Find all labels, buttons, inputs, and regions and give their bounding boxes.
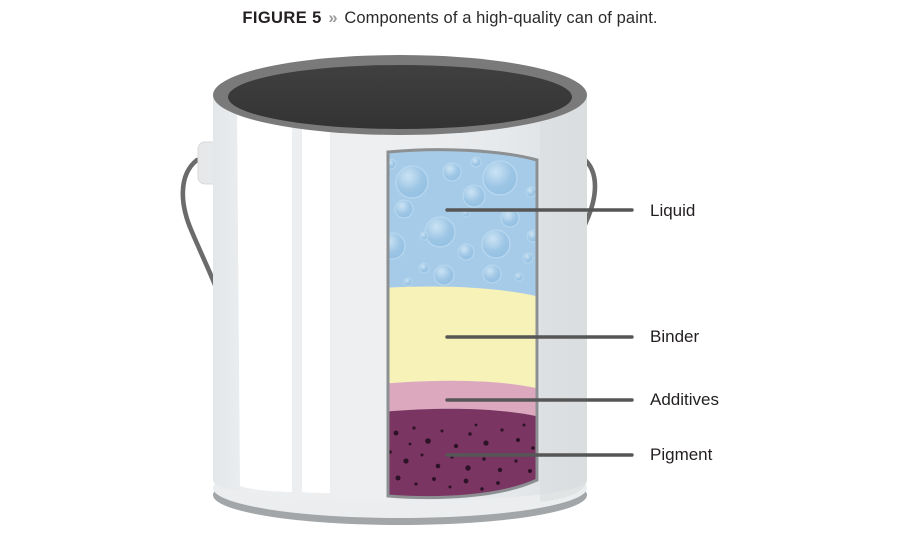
highlight-stripe-narrow — [302, 100, 330, 493]
highlight-stripe-wide — [237, 103, 292, 492]
layer-pigment — [388, 408, 537, 498]
liquid-bubbles — [388, 156, 537, 287]
cutaway-window — [386, 148, 539, 500]
lid-surface — [228, 65, 572, 129]
layer-binder — [388, 286, 537, 392]
figure-caption: FIGURE 5 » Components of a high-quality … — [0, 9, 900, 28]
layer-liquid — [388, 149, 537, 300]
pigment-speckles — [388, 423, 535, 493]
can-highlights — [237, 100, 330, 493]
callout-label-liquid: Liquid — [650, 201, 696, 220]
can-lid — [213, 55, 587, 135]
figure-caption-text: Components of a high-quality can of pain… — [344, 9, 658, 27]
callout-leader-lines — [445, 208, 634, 457]
figure-number: FIGURE 5 — [242, 9, 322, 27]
callout-label-additives: Additives — [650, 390, 719, 409]
cutaway-edge — [386, 148, 539, 500]
callout-label-pigment: Pigment — [650, 445, 713, 464]
callout-label-binder: Binder — [650, 327, 700, 346]
caption-separator-icon: » — [328, 9, 338, 27]
